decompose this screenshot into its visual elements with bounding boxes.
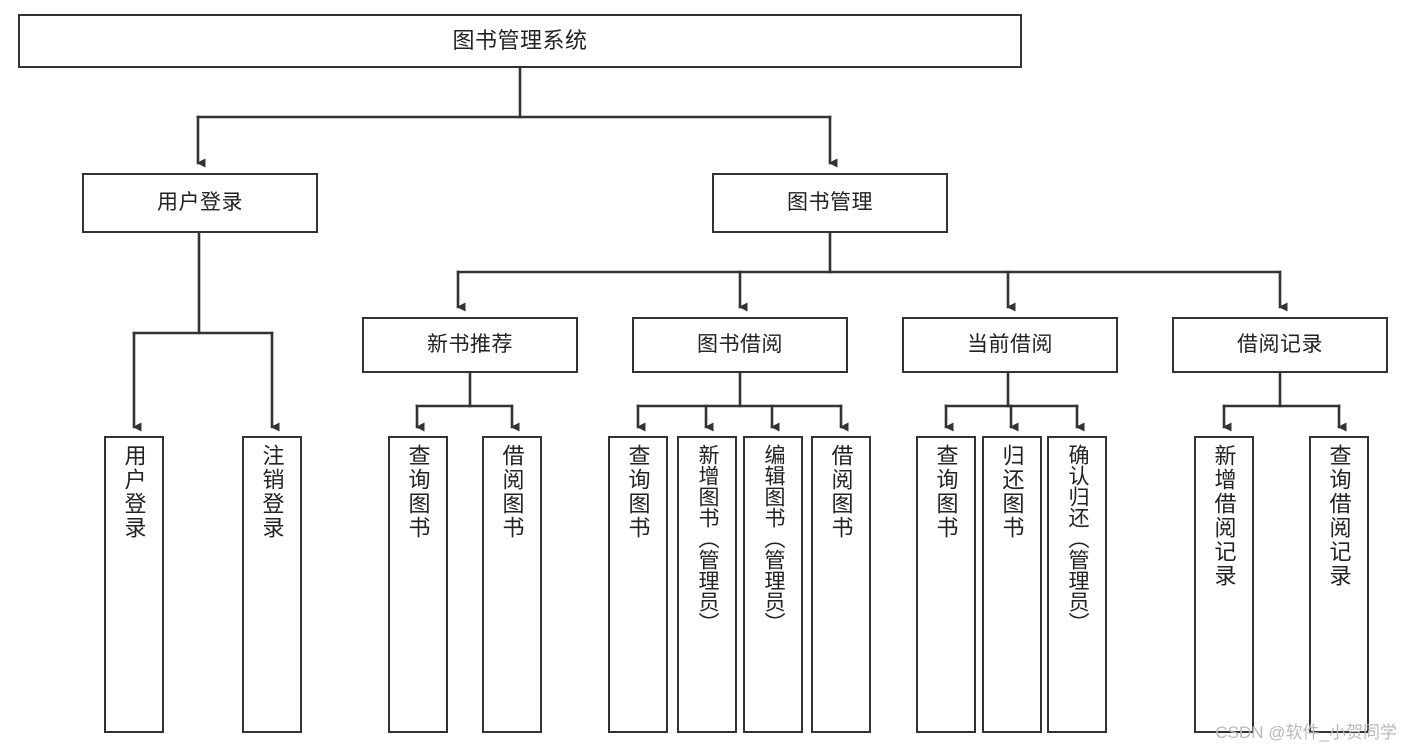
node-label: 借阅图书 bbox=[499, 444, 525, 540]
node-label: 新增图书（管理员） bbox=[696, 444, 720, 633]
node-label: 图书管理 bbox=[787, 190, 873, 214]
node-label: 借阅记录 bbox=[1237, 332, 1323, 356]
node-borrow-record[interactable]: 借阅记录 bbox=[1172, 317, 1388, 373]
node-label: 用户登录 bbox=[157, 190, 243, 214]
node-leaf-logout[interactable]: 注销登录 bbox=[242, 436, 302, 733]
node-label: 借阅图书 bbox=[828, 444, 854, 540]
node-leaf-edit-book[interactable]: 编辑图书（管理员） bbox=[743, 436, 803, 733]
node-label: 当前借阅 bbox=[967, 332, 1053, 356]
node-label: 查询图书 bbox=[405, 444, 431, 540]
node-leaf-add-book[interactable]: 新增图书（管理员） bbox=[677, 436, 737, 733]
node-leaf-user-login[interactable]: 用户登录 bbox=[104, 436, 164, 733]
node-label: 编辑图书（管理员） bbox=[762, 444, 786, 633]
node-label: 新增借阅记录 bbox=[1211, 444, 1237, 588]
node-label: 图书借阅 bbox=[697, 332, 783, 356]
csdn-watermark: CSDN @软件_小贺同学 bbox=[1215, 723, 1397, 742]
node-leaf-return-book[interactable]: 归还图书 bbox=[982, 436, 1042, 733]
node-new-book-recommend[interactable]: 新书推荐 bbox=[362, 317, 578, 373]
node-label: 新书推荐 bbox=[427, 332, 513, 356]
node-book-manage[interactable]: 图书管理 bbox=[712, 173, 948, 233]
node-leaf-add-record[interactable]: 新增借阅记录 bbox=[1194, 436, 1254, 733]
node-root-book-management-system[interactable]: 图书管理系统 bbox=[18, 14, 1022, 68]
node-leaf-query-book-3[interactable]: 查询图书 bbox=[916, 436, 976, 733]
node-leaf-borrow-book-1[interactable]: 借阅图书 bbox=[482, 436, 542, 733]
node-label: 用户登录 bbox=[121, 444, 147, 540]
node-leaf-query-book-1[interactable]: 查询图书 bbox=[388, 436, 448, 733]
node-leaf-confirm-return[interactable]: 确认归还（管理员） bbox=[1047, 436, 1107, 733]
node-label: 归还图书 bbox=[999, 444, 1025, 540]
node-label: 图书管理系统 bbox=[452, 28, 588, 54]
node-label: 注销登录 bbox=[259, 444, 285, 540]
node-user-login[interactable]: 用户登录 bbox=[82, 173, 318, 233]
node-leaf-query-book-2[interactable]: 查询图书 bbox=[608, 436, 668, 733]
node-label: 查询借阅记录 bbox=[1326, 444, 1352, 588]
node-label: 查询图书 bbox=[625, 444, 651, 540]
node-leaf-query-record[interactable]: 查询借阅记录 bbox=[1309, 436, 1369, 733]
node-leaf-borrow-book-2[interactable]: 借阅图书 bbox=[811, 436, 871, 733]
node-label: 查询图书 bbox=[933, 444, 959, 540]
node-current-borrow[interactable]: 当前借阅 bbox=[902, 317, 1118, 373]
node-book-borrow[interactable]: 图书借阅 bbox=[632, 317, 848, 373]
node-label: 确认归还（管理员） bbox=[1066, 444, 1090, 633]
